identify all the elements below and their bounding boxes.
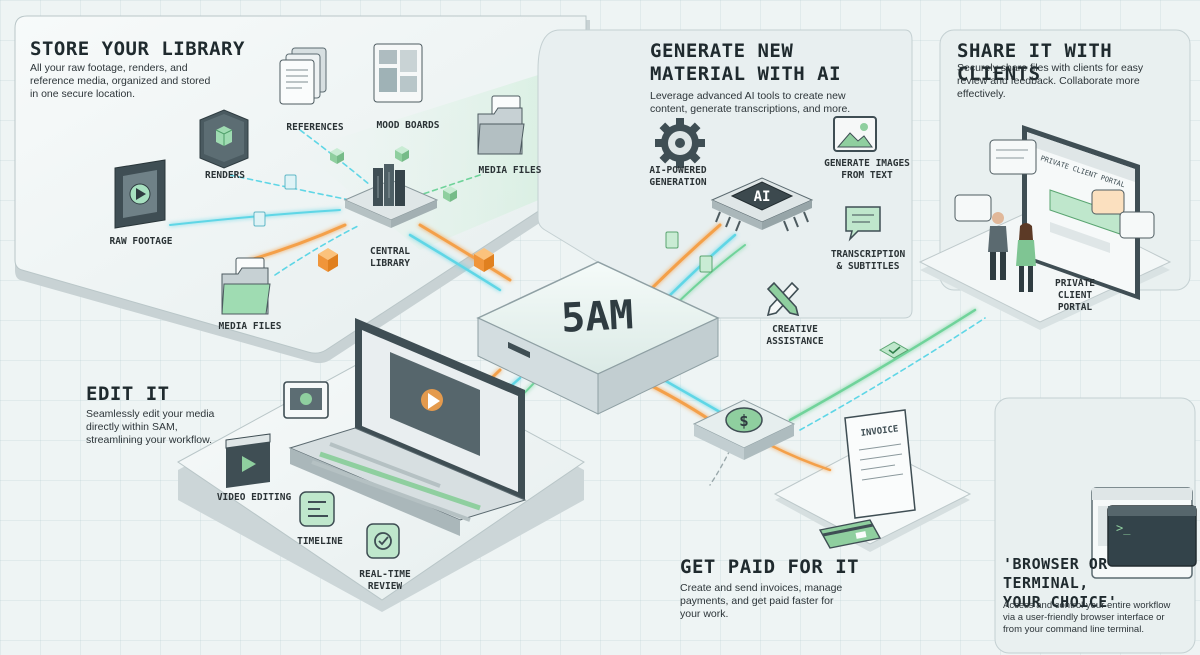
terminal-prompt: >_ xyxy=(1116,521,1131,535)
clapper-icon xyxy=(225,433,271,488)
media-files-top-label: MEDIA FILES xyxy=(478,165,542,176)
orange-cube xyxy=(318,248,338,272)
share-description: Securely share files with clients for ea… xyxy=(957,62,1144,100)
transcription-label: TRANSCRIPTION & SUBTITLES xyxy=(830,249,906,272)
references-label: REFERENCES xyxy=(286,122,344,133)
realtime-review-label: REAL-TIME REVIEW xyxy=(359,569,411,592)
share-title: SHARE IT WITH CLIENTS xyxy=(957,40,1113,85)
mood-boards-label: MOOD BOARDS xyxy=(376,120,440,131)
media-files-bottom-label: MEDIA FILES xyxy=(218,321,282,332)
hub-label: 5AM xyxy=(560,292,635,342)
media-folder-icon xyxy=(221,257,271,315)
raw-footage-icon xyxy=(114,159,166,229)
client-portal-screen: PRIVATE CLIENT PORTAL xyxy=(1022,125,1140,300)
terminal-description: Access and control your entire workflow … xyxy=(1003,600,1171,635)
ai-powered-label: AI-POWERED GENERATION xyxy=(649,165,707,188)
doc-chip xyxy=(253,211,266,227)
paid-title: GET PAID FOR IT xyxy=(680,556,860,578)
review-icon xyxy=(366,523,400,559)
hub-device: 5AM xyxy=(476,261,720,415)
coin-device: $ xyxy=(692,399,796,460)
renders-label: RENDERS xyxy=(204,170,246,181)
ai-title: GENERATE NEW MATERIAL WITH AI xyxy=(650,40,842,85)
green-cube xyxy=(395,146,409,162)
data-cubes xyxy=(253,146,910,359)
central-library-icon xyxy=(343,164,439,228)
renders-icon xyxy=(199,109,249,169)
speech-bubble-icon xyxy=(845,206,881,242)
ai-chip-label: AI xyxy=(754,189,771,205)
raw-footage-label: RAW FOOTAGE xyxy=(109,236,173,247)
video-editing-label: VIDEO EDITING xyxy=(216,492,292,503)
doc-chip xyxy=(284,174,297,190)
green-cube xyxy=(443,186,457,202)
client-person-1 xyxy=(988,212,1008,280)
private-portal-label: PRIVATE CLIENT PORTAL xyxy=(1054,278,1096,313)
central-library-label: CENTRAL LIBRARY xyxy=(369,246,411,269)
library-description: All your raw footage, renders, and refer… xyxy=(30,62,211,100)
creative-assistance-label: CREATIVE ASSISTANCE xyxy=(766,324,824,347)
terminal-window: >_ xyxy=(1107,505,1197,567)
ai-panel xyxy=(537,29,913,319)
client-person-2 xyxy=(1016,223,1036,292)
timeline-label: TIMELINE xyxy=(297,536,343,547)
image-icon xyxy=(833,116,877,152)
video-card-icon xyxy=(283,381,329,419)
check-chip xyxy=(878,341,910,359)
editor-laptop xyxy=(288,318,527,536)
gear-icon xyxy=(655,118,705,168)
library-title: STORE YOUR LIBRARY xyxy=(30,38,245,60)
paid-description: Create and send invoices, manage payment… xyxy=(680,582,843,620)
doc-chip xyxy=(699,255,713,273)
green-cube xyxy=(330,148,344,164)
ai-chip: AI xyxy=(710,177,814,232)
ai-description: Leverage advanced AI tools to create new… xyxy=(650,90,851,115)
invoice-document: INVOICE xyxy=(844,409,916,519)
edit-description: Seamlessly edit your media directly with… xyxy=(86,408,215,446)
media-folder-icon xyxy=(477,95,525,155)
edit-title: EDIT IT xyxy=(86,383,170,405)
timeline-icon xyxy=(299,491,335,527)
pen-tool-icon xyxy=(766,281,800,317)
terminal-title: 'BROWSER OR TERMINAL, YOUR CHOICE' xyxy=(1003,555,1118,611)
orange-cube xyxy=(474,248,494,272)
invoice-title: INVOICE xyxy=(860,424,899,439)
references-icon xyxy=(279,47,327,105)
chat-bubbles xyxy=(954,139,1155,239)
generate-images-label: GENERATE IMAGES FROM TEXT xyxy=(824,158,910,181)
coin-symbol: $ xyxy=(739,411,749,430)
doc-chip xyxy=(665,231,679,249)
mood-boards-icon xyxy=(373,43,423,103)
credit-card-icon xyxy=(818,519,882,549)
